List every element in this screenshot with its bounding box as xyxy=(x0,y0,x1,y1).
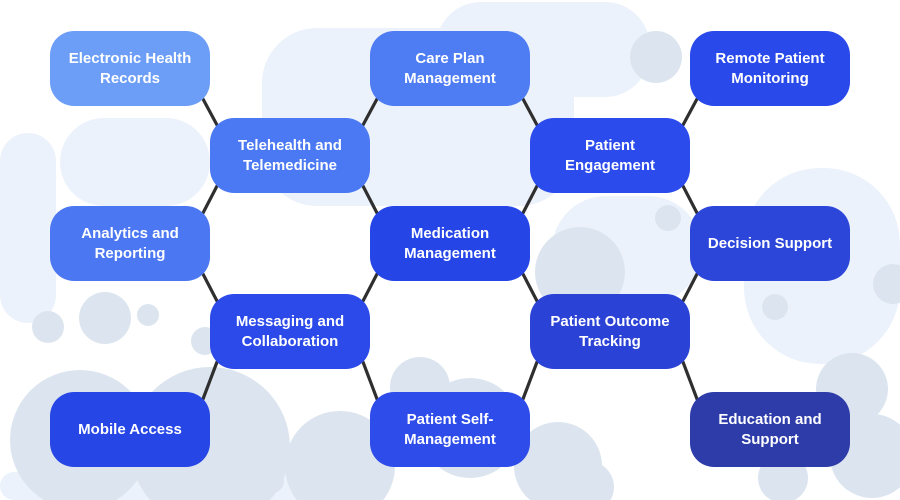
background-circle xyxy=(630,31,682,83)
background-circle xyxy=(285,411,395,500)
node-label: Electronic Health Records xyxy=(68,49,192,87)
background-circle xyxy=(237,436,269,468)
node-label: Telehealth and Telemedicine xyxy=(238,136,342,174)
background-circle xyxy=(260,469,284,493)
node-label: Messaging and Collaboration xyxy=(235,312,345,350)
node-medication[interactable]: Medication Management xyxy=(370,206,530,281)
background-circle xyxy=(873,264,900,304)
edge-engagement-medication xyxy=(521,184,539,215)
node-selfmgmt[interactable]: Patient Self-Management xyxy=(370,392,530,467)
edge-careplan-engagement xyxy=(521,97,539,127)
node-label: Care Plan Management xyxy=(404,49,496,87)
node-ehr[interactable]: Electronic Health Records xyxy=(50,31,210,106)
node-education[interactable]: Education and Support xyxy=(690,392,850,467)
node-label: Patient Self-Management xyxy=(404,410,496,448)
node-label: Analytics and Reporting xyxy=(81,224,179,262)
node-mobile[interactable]: Mobile Access xyxy=(50,392,210,467)
node-messaging[interactable]: Messaging and Collaboration xyxy=(210,294,370,369)
background-circle xyxy=(79,292,131,344)
node-label: Decision Support xyxy=(707,234,833,252)
edge-outcome-selfmgmt xyxy=(521,360,539,401)
node-label: Patient Outcome Tracking xyxy=(550,312,670,350)
node-label: Mobile Access xyxy=(78,420,182,438)
edge-medication-messaging xyxy=(361,272,379,303)
edge-decision-outcome xyxy=(681,272,699,303)
node-label: Education and Support xyxy=(718,410,822,448)
background-blob xyxy=(60,118,210,206)
node-telehealth[interactable]: Telehealth and Telemedicine xyxy=(210,118,370,193)
edge-messaging-mobile xyxy=(201,360,219,401)
background-circle xyxy=(762,294,788,320)
edge-outcome-education xyxy=(681,360,699,401)
node-careplan[interactable]: Care Plan Management xyxy=(370,31,530,106)
edge-medication-outcome xyxy=(521,272,539,303)
edge-analytics-messaging xyxy=(201,272,219,303)
background-circle xyxy=(562,461,614,500)
node-analytics[interactable]: Analytics and Reporting xyxy=(50,206,210,281)
background-circle xyxy=(32,311,64,343)
node-label: Remote Patient Monitoring xyxy=(715,49,825,87)
node-remote[interactable]: Remote Patient Monitoring xyxy=(690,31,850,106)
background-circle xyxy=(655,205,681,231)
node-outcome[interactable]: Patient Outcome Tracking xyxy=(530,294,690,369)
edge-careplan-telehealth xyxy=(361,97,379,127)
edge-telehealth-medication xyxy=(361,184,379,215)
edge-telehealth-analytics xyxy=(201,184,219,215)
node-decision[interactable]: Decision Support xyxy=(690,206,850,281)
edge-ehr-telehealth xyxy=(201,97,219,127)
edge-remote-engagement xyxy=(681,97,699,127)
node-engagement[interactable]: Patient Engagement xyxy=(530,118,690,193)
node-label: Medication Management xyxy=(404,224,496,262)
edge-messaging-selfmgmt xyxy=(361,360,379,401)
edge-engagement-decision xyxy=(681,184,699,215)
background-blob xyxy=(0,133,56,323)
background-circle xyxy=(137,304,159,326)
node-label: Patient Engagement xyxy=(564,136,655,174)
